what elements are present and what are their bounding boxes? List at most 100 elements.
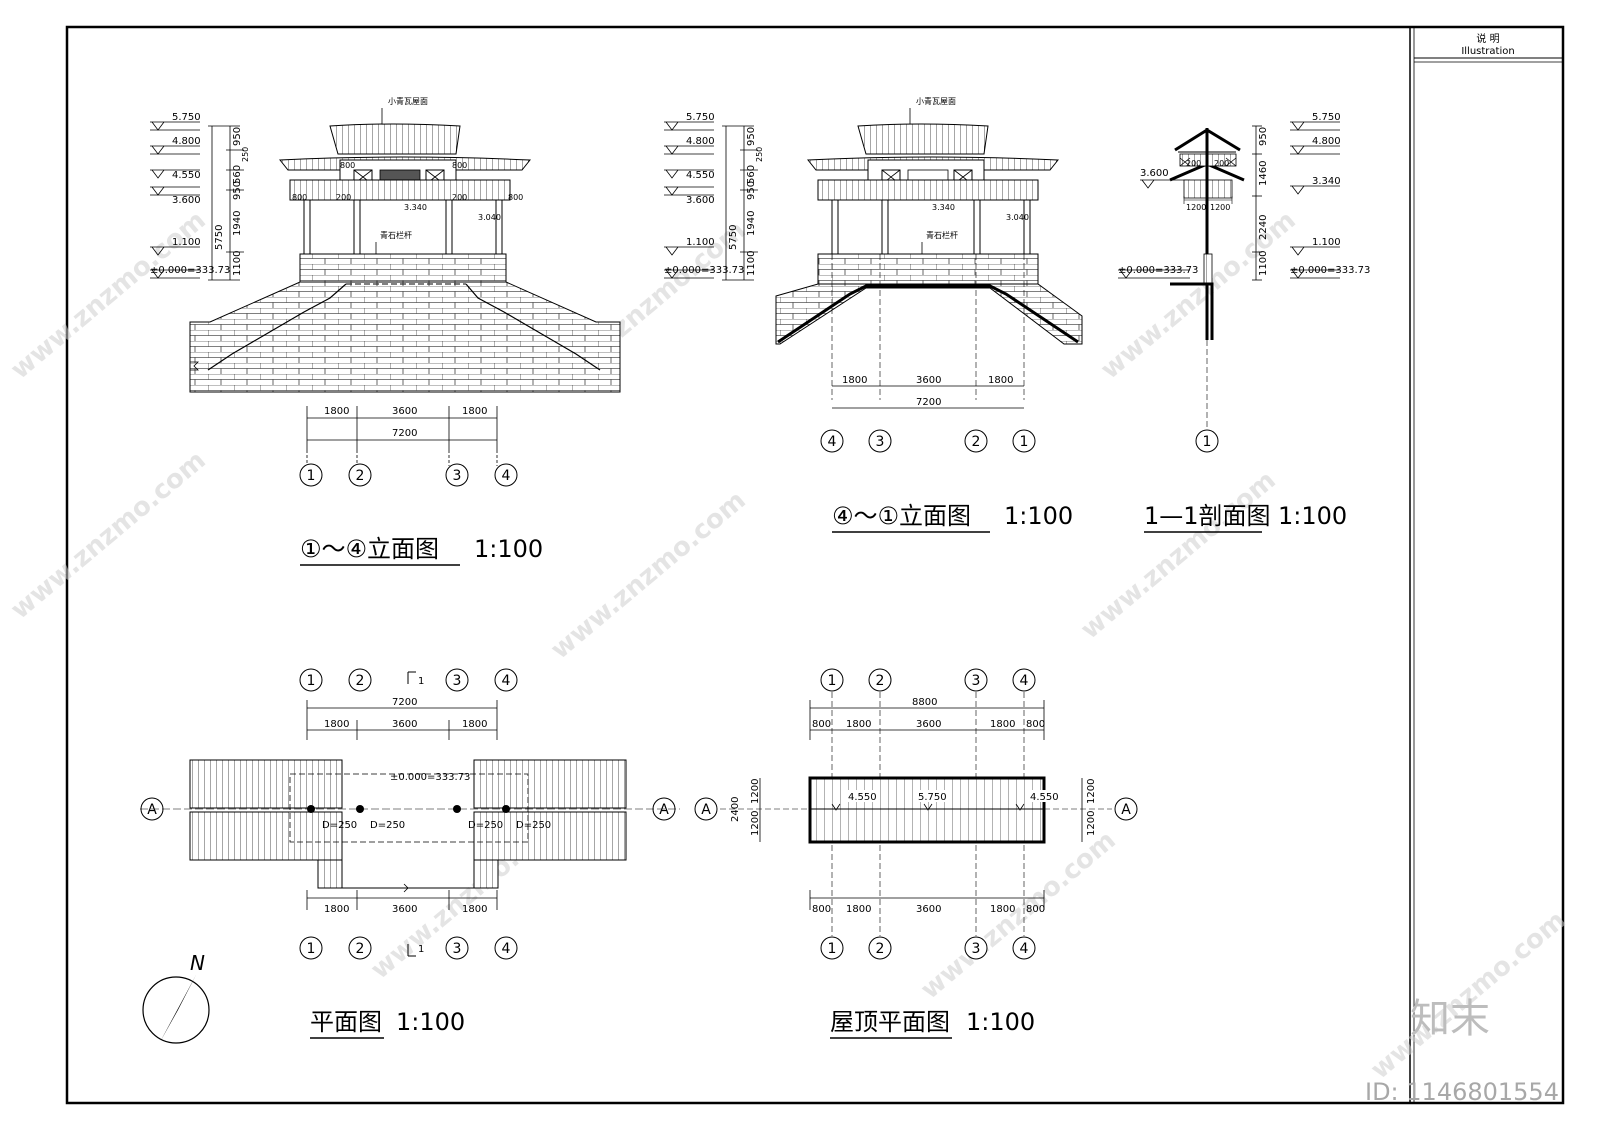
svg-text:4.550: 4.550 — [1030, 792, 1059, 803]
svg-text:800: 800 — [812, 904, 831, 915]
svg-text:4.550: 4.550 — [848, 792, 877, 803]
svg-text:950: 950 — [746, 127, 757, 146]
level-3600: 3.600 — [172, 195, 201, 206]
svg-text:800: 800 — [340, 161, 355, 170]
svg-text:1: 1 — [307, 941, 316, 957]
plan: 1 2 3 4 1 2 3 4 A A 1 1 7200 1800 3600 1… — [140, 668, 680, 1039]
svg-text:1940: 1940 — [746, 211, 757, 236]
svg-text:200: 200 — [452, 193, 467, 202]
svg-text:3600: 3600 — [392, 719, 417, 730]
svg-text:4.550: 4.550 — [686, 170, 715, 181]
svg-text:7200: 7200 — [392, 428, 417, 439]
svg-text:3: 3 — [876, 434, 885, 450]
elevation-4-1: 5.750 4.800 4.550 3.600 1.100 ±0.000=333… — [664, 96, 1083, 533]
svg-text:4: 4 — [1020, 673, 1029, 689]
svg-text:1800: 1800 — [988, 375, 1013, 386]
sheet-border — [65, 25, 1565, 1105]
svg-text:D=250: D=250 — [516, 820, 551, 831]
svg-text:3: 3 — [972, 673, 981, 689]
plan-scale: 1:100 — [396, 1008, 465, 1036]
svg-text:1: 1 — [307, 468, 316, 484]
svg-text:1200: 1200 — [1186, 203, 1206, 212]
svg-text:1800: 1800 — [846, 719, 871, 730]
svg-text:3.340: 3.340 — [1312, 176, 1341, 187]
svg-text:3600: 3600 — [392, 904, 417, 915]
title-block-subheading: Illustration — [1461, 46, 1514, 57]
svg-text:A: A — [701, 802, 711, 818]
elevation-1-4: 5.750 4.800 4.550 3.600 1.100 ±0.000=333… — [150, 96, 621, 566]
svg-text:800: 800 — [1026, 719, 1045, 730]
watermark-logo: 知末 — [1410, 996, 1490, 1042]
svg-text:A: A — [147, 802, 157, 818]
roof-plan-title: 屋顶平面图 — [830, 1008, 950, 1036]
svg-text:1: 1 — [307, 673, 316, 689]
svg-text:3.600: 3.600 — [686, 195, 715, 206]
svg-text:2: 2 — [972, 434, 981, 450]
svg-text:800: 800 — [508, 193, 523, 202]
svg-text:www.znzmo.com: www.znzmo.com — [545, 485, 751, 665]
watermark-id: ID: 1146801554 — [1365, 1078, 1559, 1106]
svg-text:小青瓦屋面: 小青瓦屋面 — [916, 96, 956, 106]
svg-text:5.750: 5.750 — [686, 112, 715, 123]
svg-text:200: 200 — [1186, 159, 1201, 168]
svg-text:1100: 1100 — [1258, 251, 1269, 276]
svg-text:3.600: 3.600 — [1140, 168, 1169, 179]
svg-text:8800: 8800 — [912, 697, 937, 708]
svg-text:4: 4 — [502, 941, 511, 957]
svg-text:1.100: 1.100 — [686, 237, 715, 248]
svg-text:1: 1 — [418, 676, 424, 687]
svg-text:1800: 1800 — [462, 719, 487, 730]
svg-text:1800: 1800 — [324, 904, 349, 915]
svg-text:5.750: 5.750 — [1312, 112, 1341, 123]
north-label: N — [190, 951, 205, 975]
svg-text:2: 2 — [356, 468, 365, 484]
svg-text:±0.000=333.73: ±0.000=333.73 — [1290, 265, 1370, 276]
level-4550: 4.550 — [172, 170, 201, 181]
svg-text:2400: 2400 — [730, 797, 741, 822]
svg-text:2: 2 — [356, 673, 365, 689]
svg-text:800: 800 — [812, 719, 831, 730]
svg-text:D=250: D=250 — [322, 820, 357, 831]
section-1-1: 3.600 ±0.000=333.73 5.750 4.800 3.340 1.… — [1118, 112, 1370, 533]
svg-text:1: 1 — [1020, 434, 1029, 450]
svg-text:1940: 1940 — [232, 211, 243, 236]
svg-text:1100: 1100 — [232, 251, 243, 276]
elevation-4-1-scale: 1:100 — [1004, 502, 1073, 530]
svg-text:1800: 1800 — [462, 904, 487, 915]
svg-text:3600: 3600 — [392, 406, 417, 417]
svg-text:www.znzmo.com: www.znzmo.com — [5, 205, 211, 385]
title-block-heading: 说 明 — [1476, 32, 1499, 45]
svg-text:4: 4 — [828, 434, 837, 450]
section-1-1-title: 1—1剖面图 — [1144, 502, 1271, 530]
svg-text:1800: 1800 — [990, 719, 1015, 730]
svg-text:±0.000=333.73: ±0.000=333.73 — [1118, 265, 1198, 276]
svg-text:250: 250 — [241, 147, 250, 162]
level-5750: 5.750 — [172, 112, 201, 123]
svg-text:200: 200 — [1214, 159, 1229, 168]
svg-text:D=250: D=250 — [370, 820, 405, 831]
roof-plan: 1 2 3 4 1 2 3 4 A A 8800 800 1800 — [694, 668, 1138, 1039]
svg-text:250: 250 — [755, 147, 764, 162]
svg-text:200: 200 — [336, 193, 351, 202]
svg-text:3.040: 3.040 — [478, 213, 501, 222]
svg-text:1: 1 — [1203, 434, 1212, 450]
svg-text:1: 1 — [828, 941, 837, 957]
svg-text:2240: 2240 — [1258, 215, 1269, 240]
svg-text:www.znzmo.com: www.znzmo.com — [1075, 465, 1281, 645]
plan-title: 平面图 — [310, 1008, 382, 1036]
svg-text:5750: 5750 — [728, 225, 739, 250]
svg-text:560: 560 — [232, 165, 243, 184]
level-4800: 4.800 — [172, 136, 201, 147]
svg-text:3.040: 3.040 — [1006, 213, 1029, 222]
svg-text:1: 1 — [828, 673, 837, 689]
level-0: ±0.000=333.73 — [150, 265, 230, 276]
svg-text:1200: 1200 — [1086, 811, 1097, 836]
svg-text:800: 800 — [452, 161, 467, 170]
svg-text:1800: 1800 — [842, 375, 867, 386]
svg-text:7200: 7200 — [392, 697, 417, 708]
svg-text:2: 2 — [876, 941, 885, 957]
svg-text:950: 950 — [232, 181, 243, 200]
svg-text:950: 950 — [1258, 127, 1269, 146]
svg-text:3: 3 — [972, 941, 981, 957]
svg-text:A: A — [659, 802, 669, 818]
